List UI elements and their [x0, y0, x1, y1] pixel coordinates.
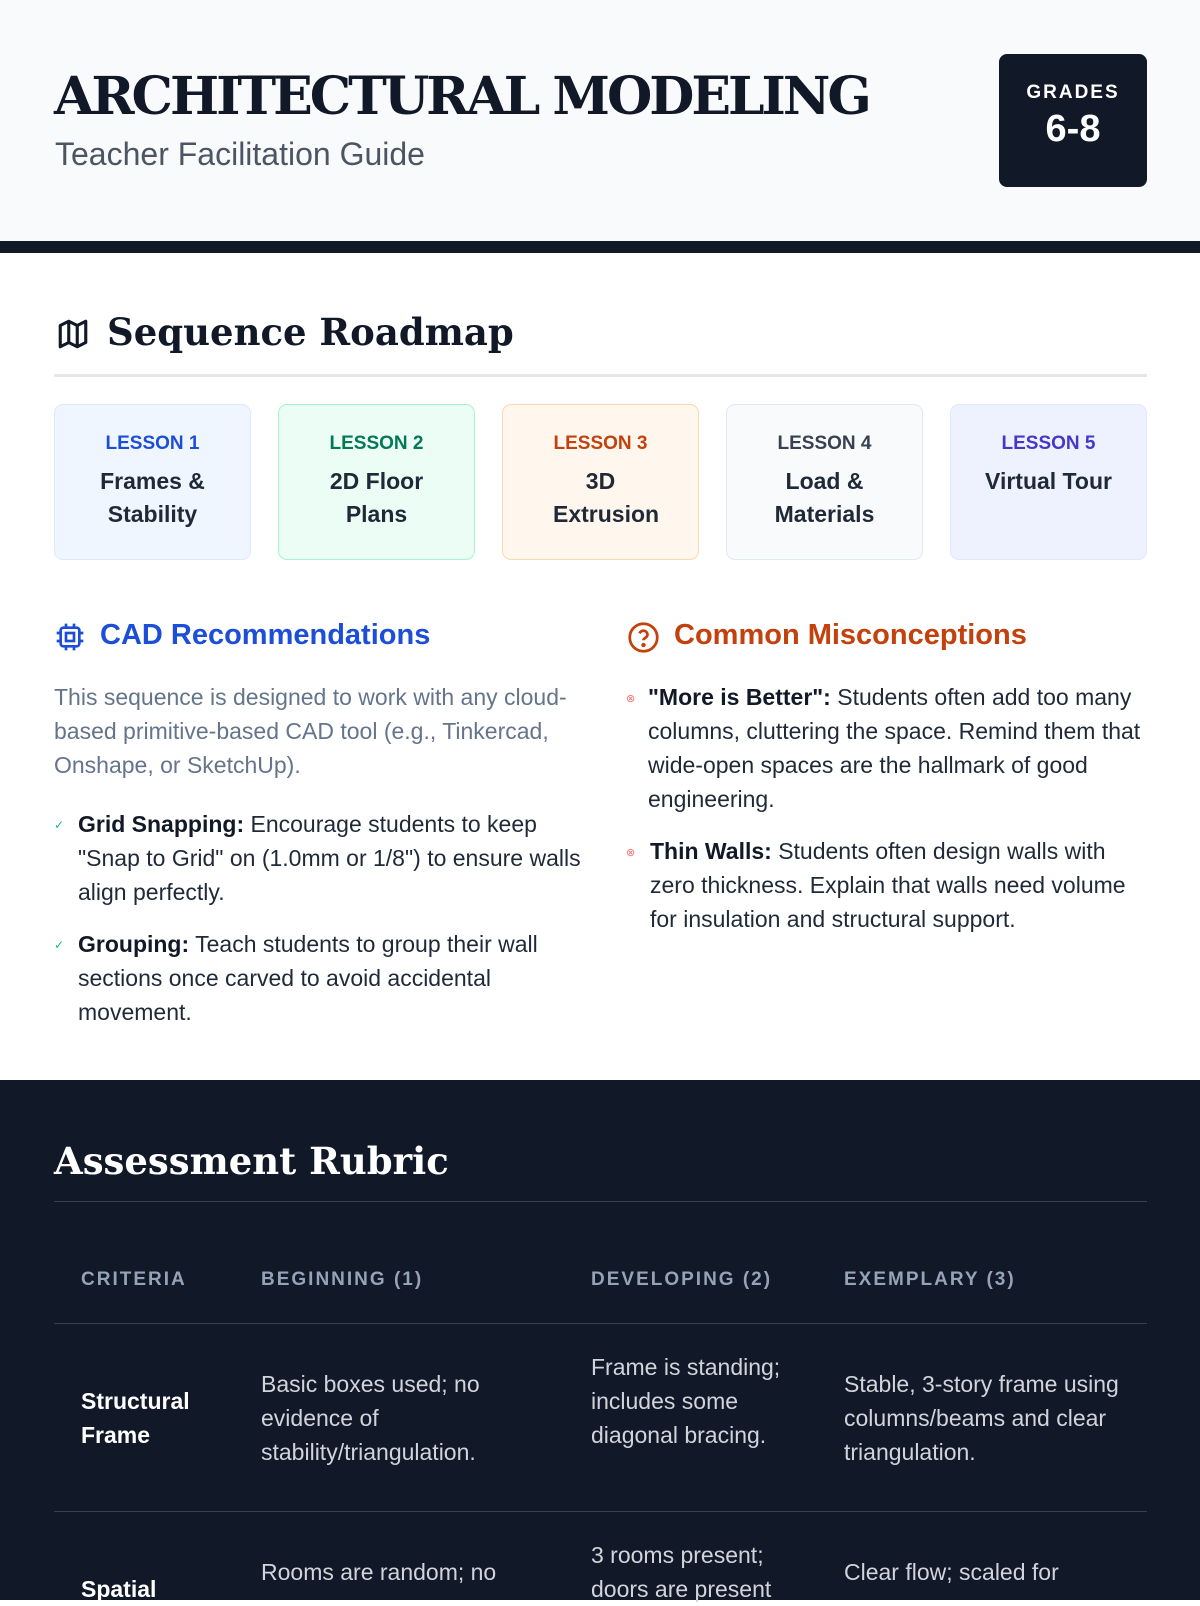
lesson-number: LESSON 1 [105, 433, 200, 454]
column-header: DEVELOPING (2) [591, 1269, 773, 1290]
rubric-heading: Assessment Rubric [54, 1139, 449, 1183]
lesson-number: LESSON 4 [777, 433, 872, 454]
cad-item: Grid Snapping: Encourage students to kee… [78, 811, 581, 905]
table-cell: Basic boxes used; no evidence of stabili… [261, 1371, 480, 1465]
x-circle-icon: ⊗ [626, 847, 636, 859]
table-cell: 3 rooms present; doors are present [591, 1542, 772, 1602]
check-icon: ✓ [54, 938, 65, 952]
rubric-section [0, 1080, 1200, 1600]
table-cell: Spatial [81, 1576, 157, 1602]
table-cell: Clear flow; scaled for [844, 1559, 1059, 1585]
lesson-number: LESSON 5 [1001, 433, 1096, 454]
table-cell: Stable, 3-story frame using columns/beam… [844, 1371, 1119, 1465]
lesson-number: LESSON 2 [329, 433, 424, 454]
check-icon: ✓ [54, 818, 65, 832]
column-header: CRITERIA [81, 1269, 187, 1290]
header: ARCHITECTURAL MODELING Teacher Facilitat… [0, 0, 1200, 253]
table-cell: Structural Frame [81, 1388, 190, 1448]
column-header: EXEMPLARY (3) [844, 1269, 1016, 1290]
lesson-card: LESSON 4 Load & Materials [726, 404, 923, 560]
cad-intro: This sequence is designed to work with a… [54, 684, 567, 778]
lesson-card: LESSON 1 Frames & Stability [54, 404, 251, 560]
lesson-title: Load & Materials [774, 468, 875, 527]
divider [54, 1201, 1147, 1202]
cad-item: Grouping: Teach students to group their … [78, 931, 538, 1025]
column-header: BEGINNING (1) [261, 1269, 424, 1290]
table-cell: Frame is standing; includes some diagona… [591, 1354, 781, 1448]
grade-badge: GRADES 6-8 [999, 54, 1147, 187]
cpu-icon [56, 623, 84, 651]
lesson-number: LESSON 3 [553, 433, 648, 454]
lesson-card: LESSON 2 2D Floor Plans [278, 404, 475, 560]
misconceptions-heading: Common Misconceptions [674, 619, 1027, 651]
divider [54, 374, 1147, 377]
grade-value: 6-8 [1045, 108, 1101, 150]
divider [54, 1511, 1147, 1512]
help-circle-icon [628, 622, 659, 653]
page-subtitle: Teacher Facilitation Guide [55, 136, 425, 172]
map-icon [58, 319, 88, 349]
table-cell: Rooms are random; no [261, 1559, 497, 1585]
roadmap-heading: Sequence Roadmap [107, 310, 514, 354]
divider [54, 1323, 1147, 1324]
lesson-title: 2D Floor Plans [329, 468, 424, 527]
cad-heading: CAD Recommendations [100, 619, 431, 651]
lesson-card: LESSON 3 3D Extrusion [502, 404, 699, 560]
misconception-item: Thin Walls: Students often design walls … [650, 838, 1126, 932]
lesson-title: Virtual Tour [985, 468, 1112, 494]
lesson-title: Frames & Stability [100, 468, 205, 527]
x-circle-icon: ⊗ [626, 693, 636, 705]
misconception-item: "More is Better": Students often add too… [648, 684, 1141, 812]
grade-label: GRADES [1026, 82, 1120, 103]
lesson-title: 3D Extrusion [553, 468, 660, 527]
lesson-card: LESSON 5 Virtual Tour [950, 404, 1147, 560]
page-title: ARCHITECTURAL MODELING [54, 66, 872, 127]
